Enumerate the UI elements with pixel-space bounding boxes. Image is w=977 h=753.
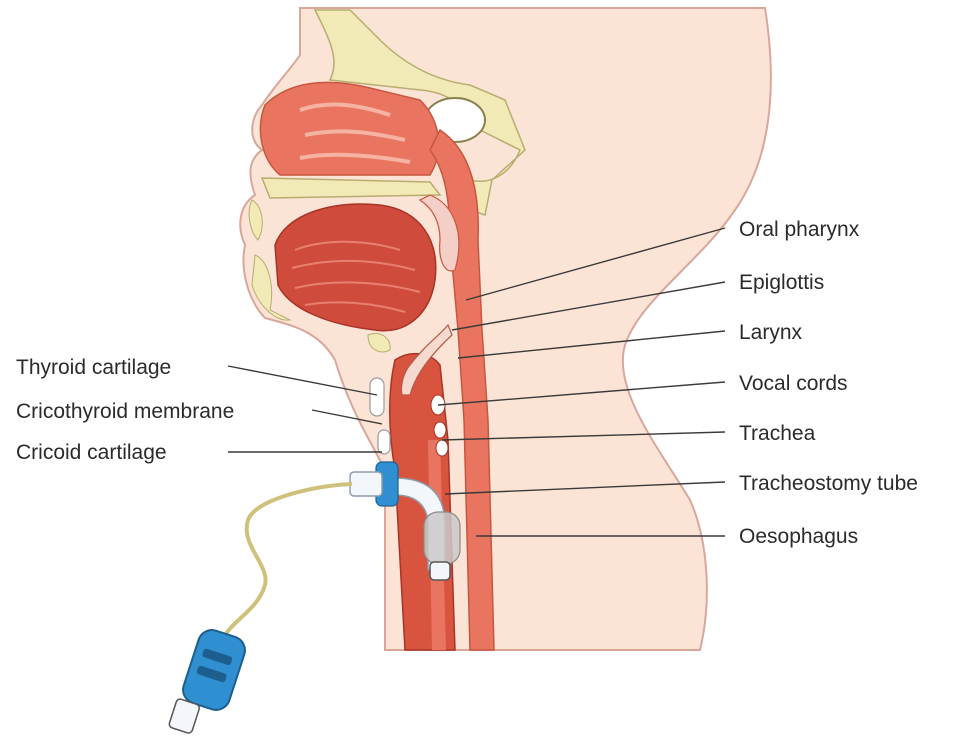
- hard-palate: [262, 178, 440, 198]
- trachea-ring-2: [436, 440, 448, 456]
- label-thyroid-cartilage: Thyroid cartilage: [16, 356, 171, 379]
- label-larynx: Larynx: [739, 321, 803, 344]
- pilot-line: [222, 484, 352, 640]
- label-cricothyroid-membrane: Cricothyroid membrane: [16, 400, 234, 423]
- label-tracheostomy-tube: Tracheostomy tube: [739, 472, 918, 495]
- tube-tip: [430, 562, 450, 580]
- tube-cuff: [424, 512, 460, 564]
- thyroid-cartilage: [370, 378, 384, 416]
- label-trachea: Trachea: [739, 422, 816, 445]
- label-oesophagus: Oesophagus: [739, 525, 858, 548]
- label-oral-pharynx: Oral pharynx: [739, 218, 860, 241]
- label-epiglottis: Epiglottis: [739, 271, 824, 294]
- cricoid-cartilage: [378, 430, 390, 454]
- pilot-balloon: [168, 626, 248, 734]
- trachea-ring-1: [434, 422, 446, 438]
- tube-connector: [350, 472, 382, 496]
- label-cricoid-cartilage: Cricoid cartilage: [16, 441, 167, 464]
- label-vocal-cords: Vocal cords: [739, 372, 848, 395]
